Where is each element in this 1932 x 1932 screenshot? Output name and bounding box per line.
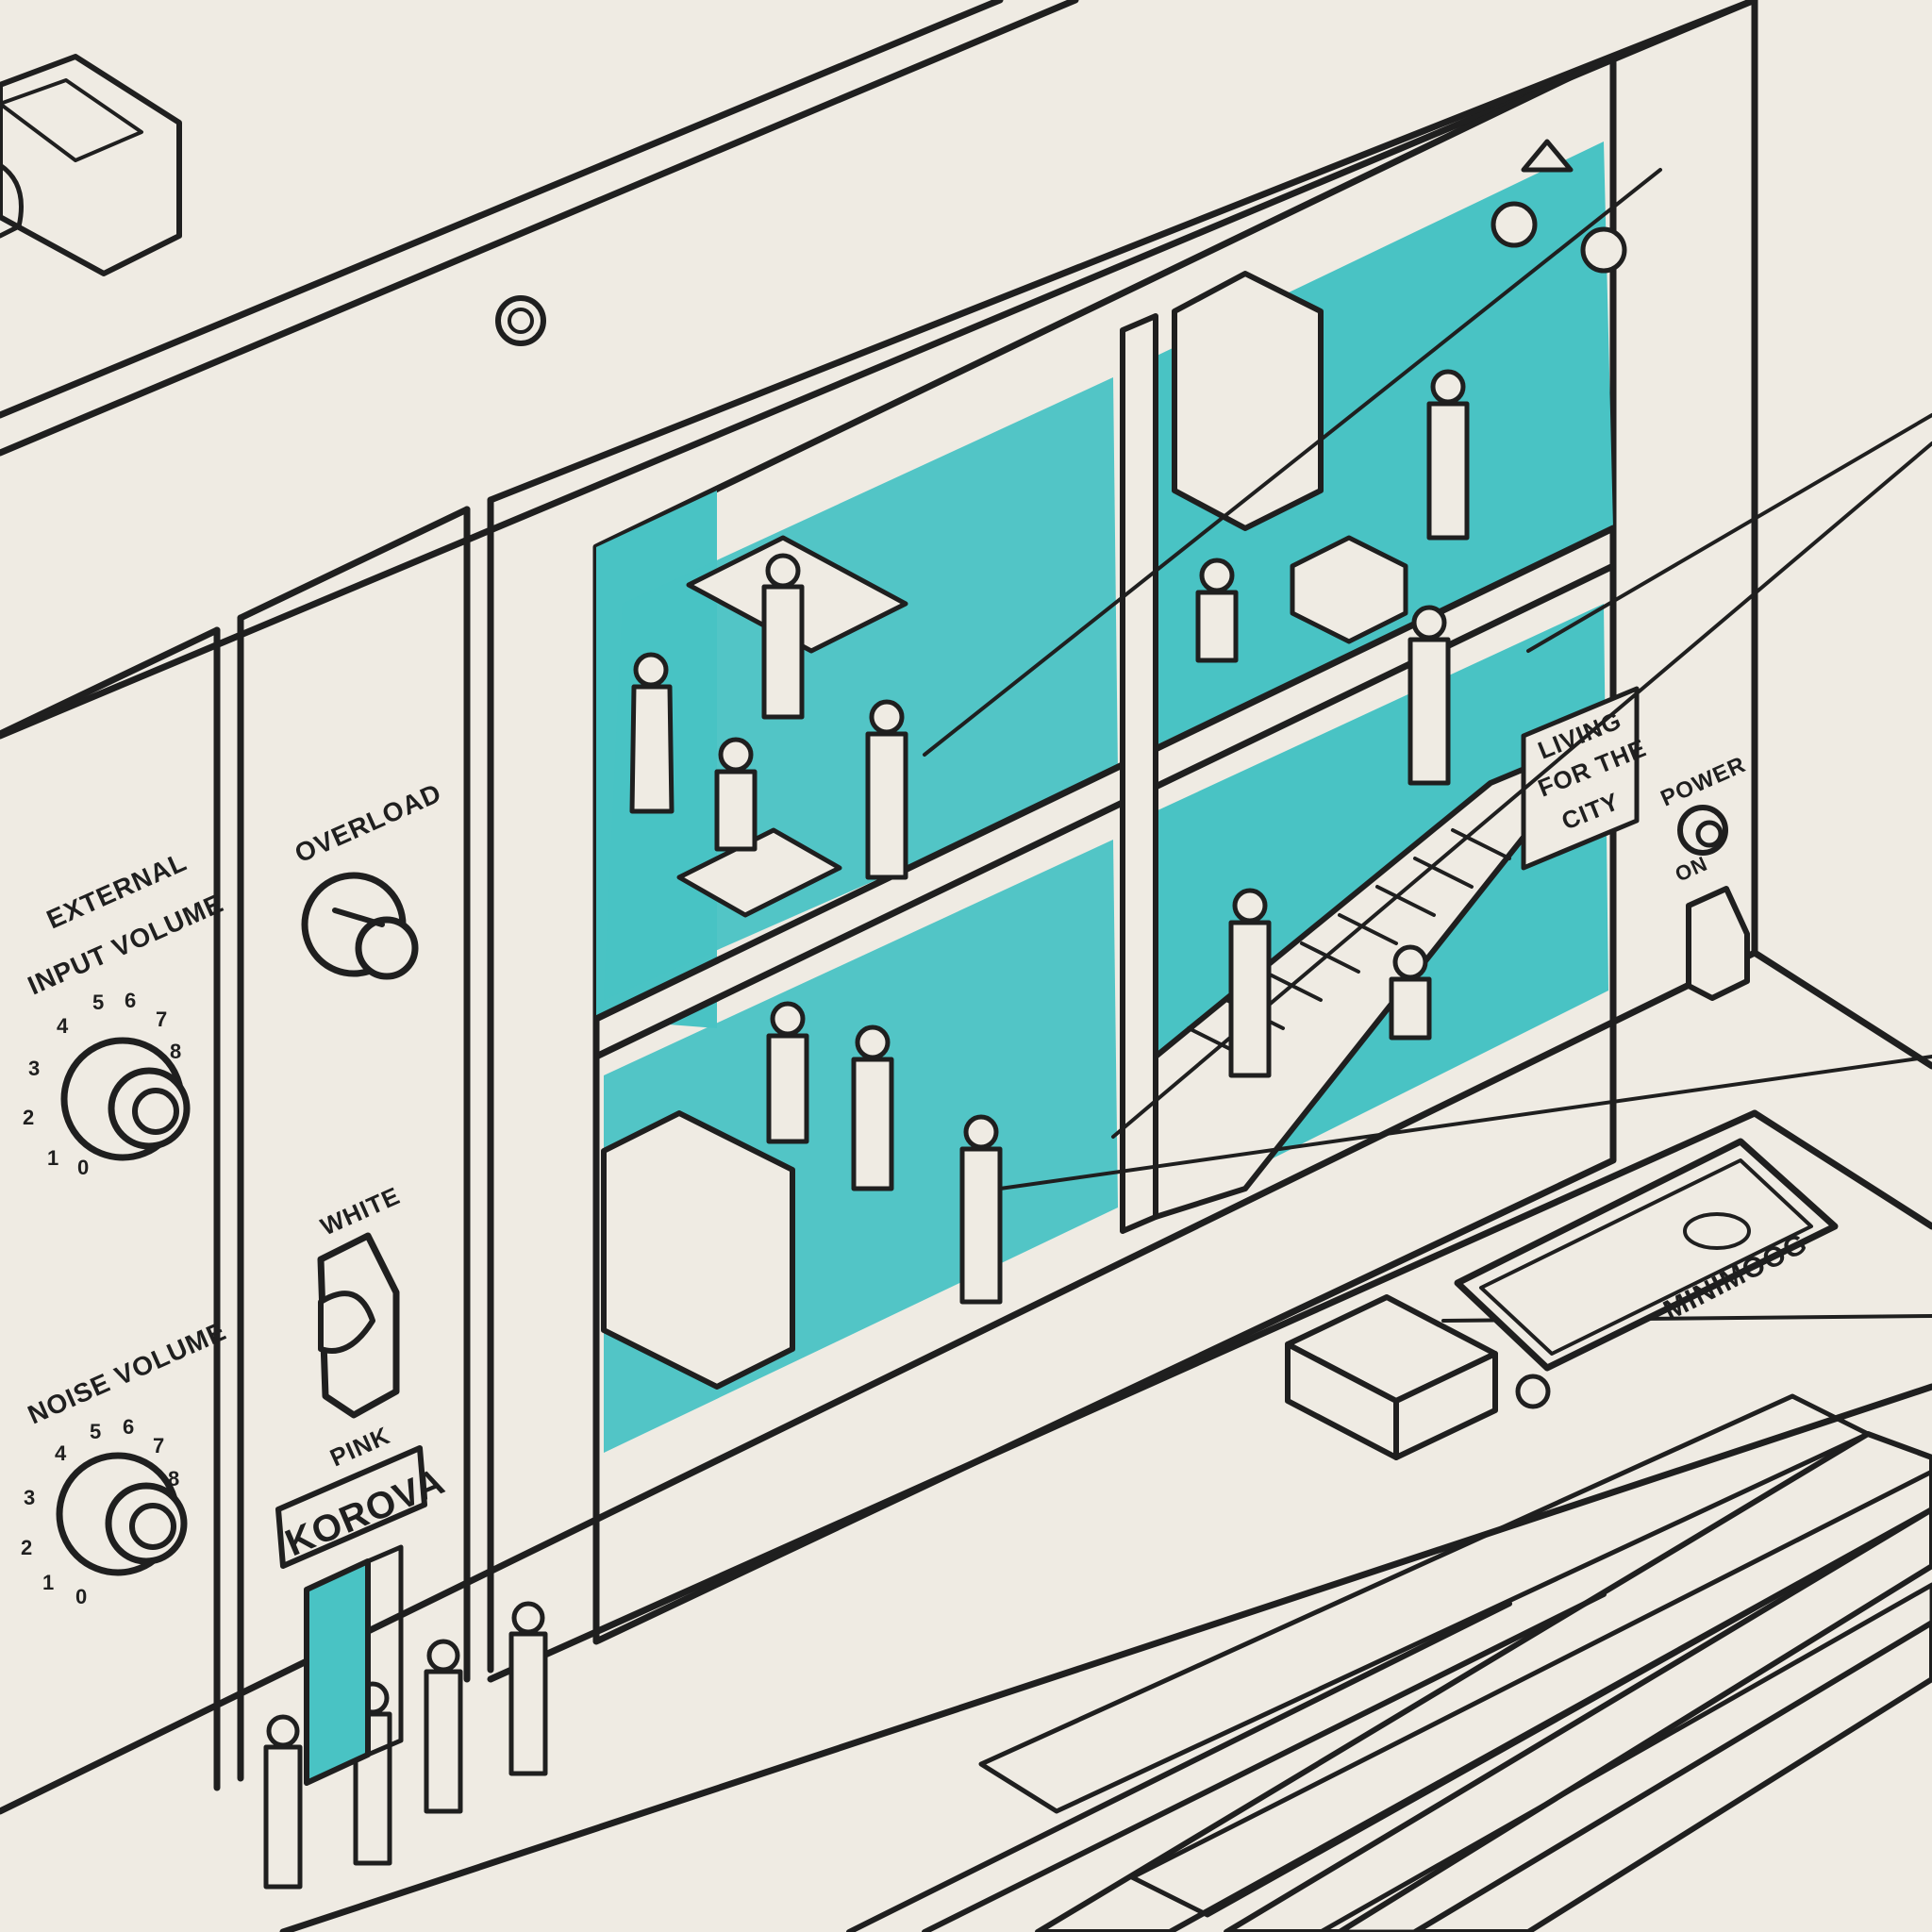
- svg-text:0: 0: [77, 1156, 90, 1179]
- svg-text:4: 4: [57, 1014, 69, 1038]
- svg-text:5: 5: [92, 991, 105, 1014]
- svg-text:3: 3: [28, 1057, 41, 1080]
- keyboard: [846, 1393, 1932, 1932]
- screw-head-icon: [495, 295, 546, 346]
- power-lamp-icon: [1677, 805, 1728, 856]
- synth-top-frame: [0, 0, 1758, 957]
- svg-text:6: 6: [125, 989, 137, 1012]
- svg-text:8: 8: [170, 1040, 182, 1063]
- dj-desk: [1285, 1294, 1551, 1460]
- svg-text:1: 1: [42, 1571, 55, 1594]
- person: [761, 553, 805, 720]
- person: [1195, 558, 1239, 663]
- svg-text:8: 8: [168, 1467, 180, 1491]
- person: [714, 737, 758, 852]
- person: [1426, 369, 1470, 541]
- person: [959, 1114, 1003, 1305]
- person: [1407, 605, 1451, 786]
- korova-entrance: KOROVA: [275, 1445, 451, 1786]
- person: [1389, 944, 1432, 1041]
- svg-text:7: 7: [156, 1008, 168, 1031]
- crowd: [629, 369, 1470, 1305]
- top-left-module: [0, 54, 182, 276]
- svg-text:0: 0: [75, 1585, 88, 1608]
- external-input-scale: 0 1 2 3 4 5 6 7 8: [23, 989, 182, 1179]
- synth-front-edge: [0, 949, 1932, 1932]
- person: [865, 699, 908, 880]
- svg-text:2: 2: [23, 1106, 35, 1129]
- person: [1228, 888, 1272, 1078]
- overload-lamp-icon: [301, 872, 419, 980]
- svg-text:2: 2: [21, 1536, 33, 1559]
- rotary-knob-icon[interactable]: [56, 1452, 188, 1576]
- rocker-switch-icon[interactable]: [317, 1232, 400, 1419]
- noise-volume-scale: 0 1 2 3 4 5 6 7 8: [21, 1415, 180, 1608]
- rotary-knob-icon[interactable]: [60, 1037, 191, 1161]
- svg-text:4: 4: [55, 1441, 67, 1465]
- person: [851, 1024, 894, 1191]
- person: [766, 1001, 809, 1144]
- svg-text:1: 1: [47, 1146, 59, 1170]
- rocker-switch-icon[interactable]: [1686, 886, 1750, 1001]
- svg-text:7: 7: [153, 1434, 165, 1457]
- control-panel-strips: [0, 0, 1758, 1791]
- hanging-decor: [1491, 139, 1627, 274]
- person: [629, 652, 675, 814]
- svg-text:6: 6: [123, 1415, 135, 1439]
- svg-text:5: 5: [90, 1420, 102, 1443]
- svg-text:3: 3: [24, 1486, 36, 1509]
